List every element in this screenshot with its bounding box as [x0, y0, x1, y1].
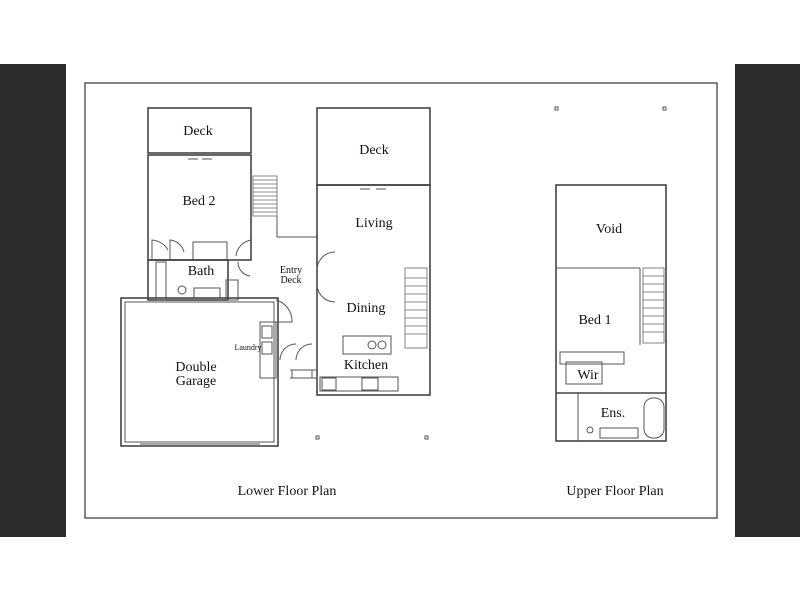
room-label-deck-left: Deck	[183, 124, 213, 139]
room-label-void: Void	[596, 222, 622, 237]
wir-outline	[565, 361, 603, 385]
lower-floor-caption: Lower Floor Plan	[238, 484, 337, 499]
room-label-laundry: Laundry	[234, 343, 261, 352]
room-label-bed2: Bed 2	[182, 194, 215, 209]
upper-floor-caption: Upper Floor Plan	[566, 484, 663, 499]
room-label-bed1: Bed 1	[578, 313, 611, 328]
lower-floor-plan	[120, 107, 431, 447]
bathtub	[643, 397, 665, 439]
upper-stairs	[642, 267, 665, 344]
room-label-kitchen: Kitchen	[344, 358, 388, 373]
room-label-entry-line2: Deck	[280, 275, 301, 286]
deck-left-outline	[147, 107, 252, 154]
room-label-wir: Wir	[577, 368, 599, 383]
internal-stairs	[404, 267, 428, 349]
room-label-deck-right: Deck	[359, 143, 389, 158]
room-label-garage-line1: Double	[175, 360, 216, 375]
living-block-outline	[316, 184, 431, 396]
room-label-bath: Bath	[188, 264, 214, 279]
sheet-border	[84, 82, 718, 519]
room-label-garage-line2: Garage	[176, 374, 216, 389]
kitchen-island	[342, 335, 392, 355]
right-letterbox-bar	[735, 64, 800, 537]
laundry-outline	[259, 321, 277, 379]
room-label-entry-line1: Entry	[280, 265, 302, 276]
room-label-living: Living	[355, 216, 392, 231]
left-letterbox-bar	[0, 64, 66, 537]
room-label-dining: Dining	[347, 301, 386, 316]
room-label-ens: Ens.	[601, 406, 626, 421]
upper-floor-plan	[554, 106, 667, 442]
garage-outline	[120, 297, 279, 447]
upper-floor-outline	[555, 184, 667, 442]
